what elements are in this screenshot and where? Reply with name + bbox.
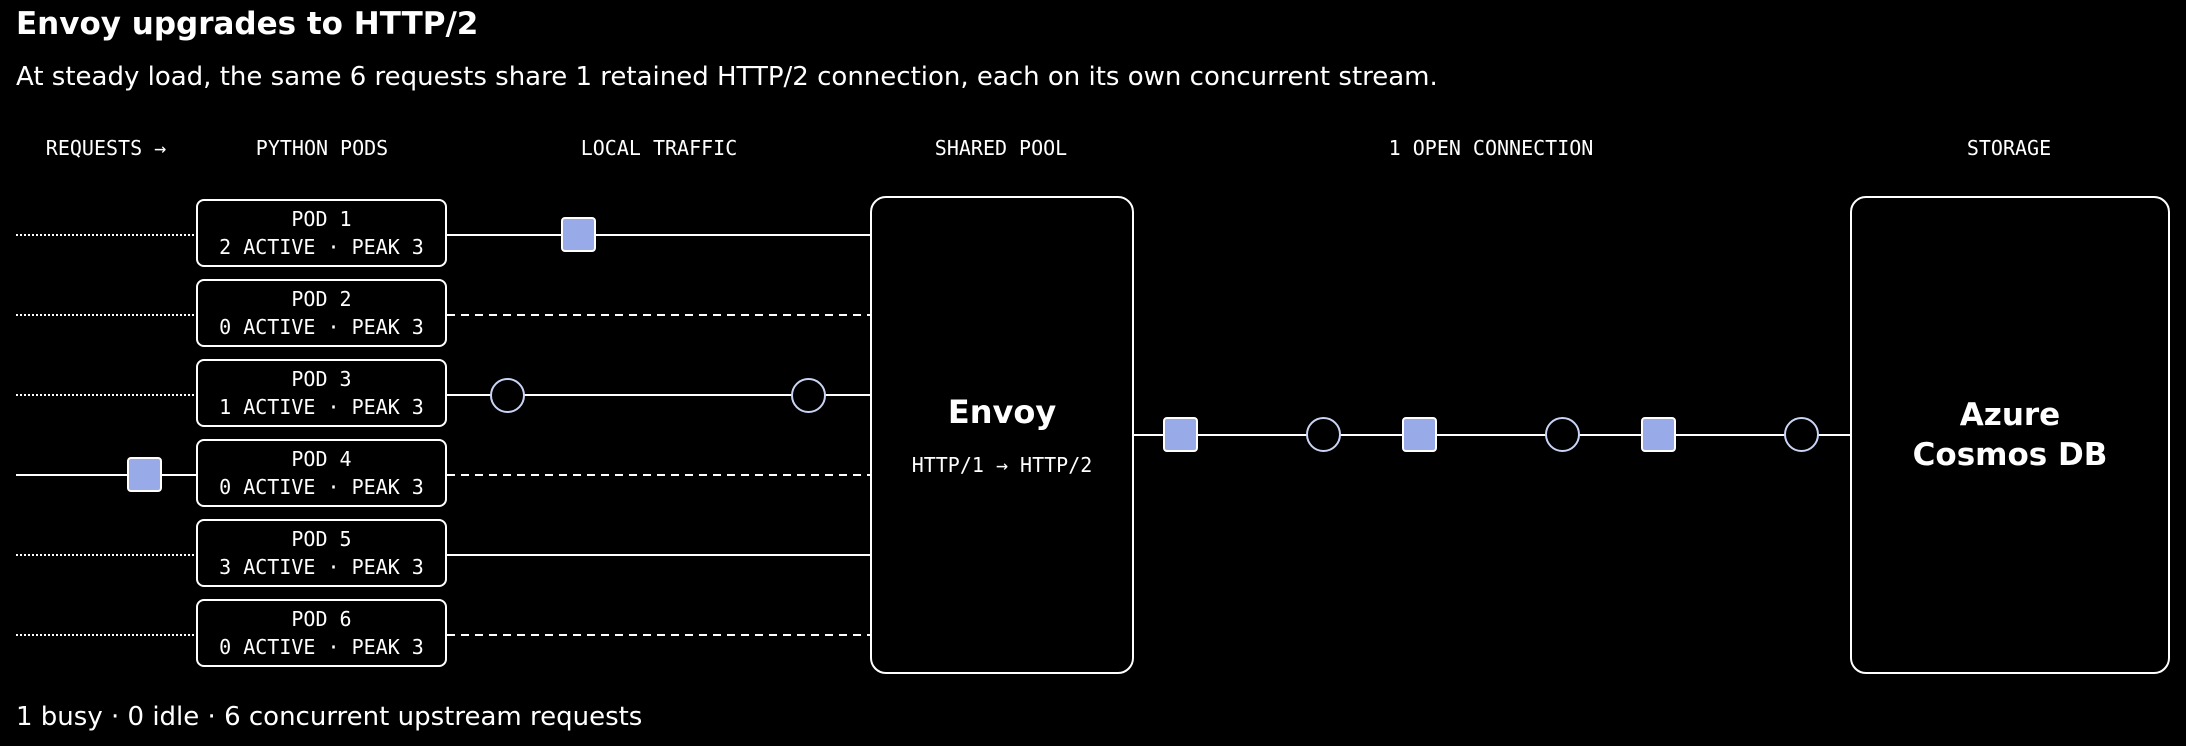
pod-name: POD 2 <box>291 287 352 311</box>
pod-status: 0 ACTIVE · PEAK 3 <box>219 475 424 499</box>
request-token <box>561 217 596 252</box>
envoy-name: Envoy <box>947 393 1057 431</box>
column-header-local-traffic: LOCAL TRAFFIC <box>580 136 738 160</box>
pod-status: 3 ACTIVE · PEAK 3 <box>219 555 424 579</box>
pod-4: POD 4 0 ACTIVE · PEAK 3 <box>196 439 447 507</box>
diagram-subtitle: At steady load, the same 6 requests shar… <box>16 62 1438 92</box>
response-token <box>1784 417 1819 452</box>
envoy-protocol: HTTP/1 → HTTP/2 <box>911 453 1093 477</box>
column-header-storage: STORAGE <box>1966 136 2052 160</box>
storage-box: Azure Cosmos DB <box>1850 196 2170 674</box>
request-token <box>1641 417 1676 452</box>
pod-5: POD 5 3 ACTIVE · PEAK 3 <box>196 519 447 587</box>
storage-name: Azure Cosmos DB <box>1912 397 2108 473</box>
diagram-title: Envoy upgrades to HTTP/2 <box>16 6 479 42</box>
response-token <box>791 378 826 413</box>
pod-name: POD 1 <box>291 207 352 231</box>
request-token <box>1163 417 1198 452</box>
pod-status: 0 ACTIVE · PEAK 3 <box>219 315 424 339</box>
request-token <box>1402 417 1437 452</box>
pod-name: POD 5 <box>291 527 352 551</box>
pod-status: 2 ACTIVE · PEAK 3 <box>219 235 424 259</box>
status-summary: 1 busy · 0 idle · 6 concurrent upstream … <box>16 702 643 732</box>
column-header-python-pods: PYTHON PODS <box>255 136 389 160</box>
pod-2: POD 2 0 ACTIVE · PEAK 3 <box>196 279 447 347</box>
pod-name: POD 3 <box>291 367 352 391</box>
pod-3: POD 3 1 ACTIVE · PEAK 3 <box>196 359 447 427</box>
response-token <box>490 378 525 413</box>
response-token <box>1545 417 1580 452</box>
pod-status: 1 ACTIVE · PEAK 3 <box>219 395 424 419</box>
pod-6: POD 6 0 ACTIVE · PEAK 3 <box>196 599 447 667</box>
envoy-box: Envoy HTTP/1 → HTTP/2 <box>870 196 1134 674</box>
pod-name: POD 6 <box>291 607 352 631</box>
pod-name: POD 4 <box>291 447 352 471</box>
pod-status: 0 ACTIVE · PEAK 3 <box>219 635 424 659</box>
request-token <box>127 457 162 492</box>
response-token <box>1306 417 1341 452</box>
column-header-open-connection: 1 OPEN CONNECTION <box>1388 136 1594 160</box>
column-header-requests: REQUESTS → <box>45 136 167 160</box>
pod-1: POD 1 2 ACTIVE · PEAK 3 <box>196 199 447 267</box>
column-header-shared-pool: SHARED POOL <box>934 136 1068 160</box>
